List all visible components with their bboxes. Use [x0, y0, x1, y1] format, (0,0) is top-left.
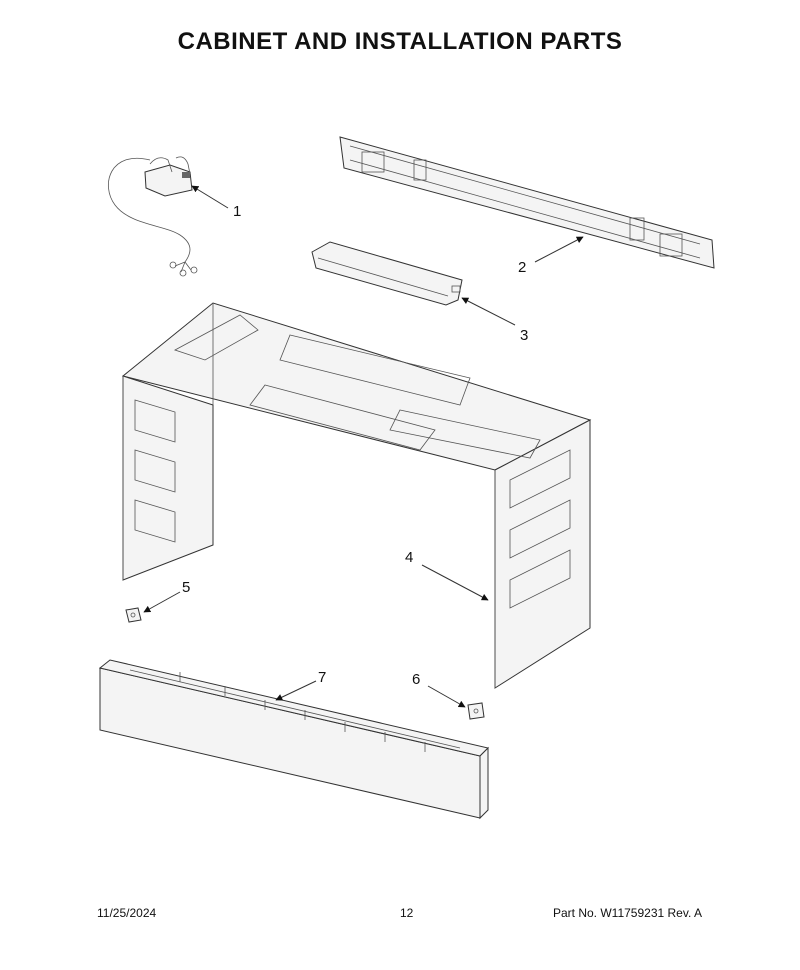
callout-2: 2	[518, 259, 526, 276]
footer-date: 11/25/2024	[97, 906, 157, 920]
callout-3-leader	[461, 297, 516, 326]
callout-5-leader	[143, 591, 181, 613]
callout-2-leader	[534, 236, 584, 263]
callout-7: 7	[318, 669, 326, 686]
callout-6: 6	[412, 671, 420, 688]
mounting-plate-part	[339, 136, 715, 269]
callout-5: 5	[182, 579, 190, 596]
left-clip-part	[125, 607, 142, 623]
footer-part-number: Part No. W11759231 Rev. A	[553, 906, 702, 920]
vent-grille-part	[98, 659, 489, 820]
callout-4: 4	[405, 549, 413, 566]
footer-page-number: 12	[400, 906, 414, 920]
bracket-tray-part	[311, 241, 463, 306]
page-title: CABINET AND INSTALLATION PARTS	[177, 28, 623, 55]
callout-6-leader	[427, 685, 466, 708]
cabinet-wrapper-part	[121, 302, 592, 689]
right-clip-part	[467, 702, 485, 720]
callout-3: 3	[520, 327, 528, 344]
callout-4-leader	[421, 564, 489, 601]
callout-1-leader	[191, 185, 229, 209]
power-cord-part	[108, 156, 198, 277]
callout-7-leader	[275, 680, 317, 701]
callout-1: 1	[233, 203, 241, 220]
